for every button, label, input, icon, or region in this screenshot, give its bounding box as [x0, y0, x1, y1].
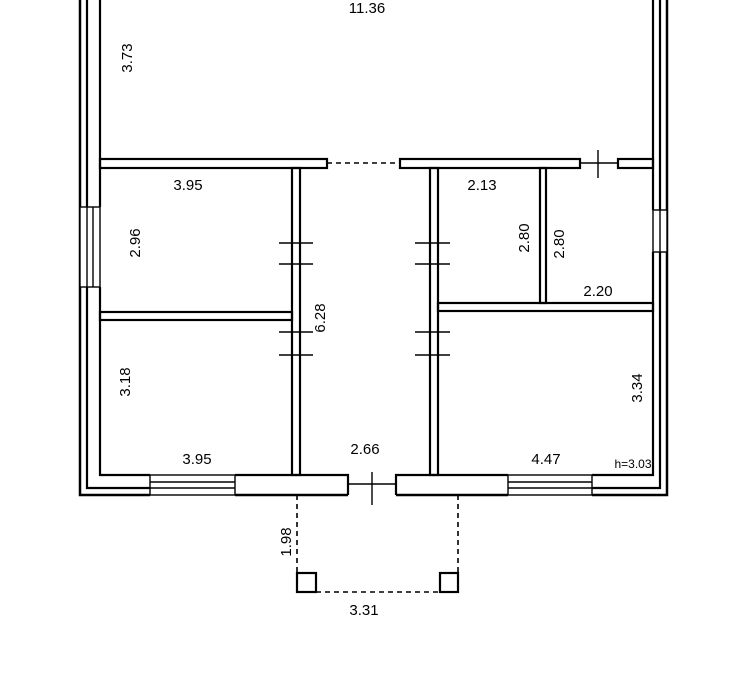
exterior-walls — [78, 0, 669, 497]
dim-room-b-width: 2.13 — [467, 177, 496, 194]
dimension-labels: 11.36 3.73 3.95 2.96 2.13 2.80 2.80 2.20… — [117, 0, 652, 619]
dim-room-c-width: 2.20 — [583, 283, 612, 300]
dim-room-d-width: 3.95 — [182, 451, 211, 468]
dim-top-height: 3.73 — [119, 43, 136, 72]
dim-porch-depth: 1.98 — [278, 527, 295, 556]
dim-room-d-height: 3.18 — [117, 367, 134, 396]
porch-column-left — [295, 571, 318, 594]
interior-walls — [98, 150, 655, 477]
dim-room-a-width: 3.95 — [173, 177, 202, 194]
porch — [295, 495, 460, 594]
dim-room-e-width: 4.47 — [531, 451, 560, 468]
dim-room-a-height: 2.96 — [127, 228, 144, 257]
entrance-door — [348, 472, 396, 505]
dim-room-e-height: 3.34 — [629, 373, 646, 402]
porch-column-right — [438, 571, 460, 594]
dim-entrance-width: 2.66 — [350, 441, 379, 458]
windows — [79, 206, 668, 496]
window-left — [79, 206, 101, 288]
ceiling-height: h=3.03 — [614, 457, 651, 471]
dim-room-b-height-right: 2.80 — [551, 229, 568, 258]
window-bottom-left — [149, 474, 236, 496]
window-bottom-right — [507, 474, 593, 496]
dim-top-width: 11.36 — [349, 0, 385, 17]
dim-room-b-height-left: 2.80 — [516, 223, 533, 252]
dim-porch-width: 3.31 — [349, 602, 378, 619]
dim-corridor-length: 6.28 — [312, 303, 329, 332]
